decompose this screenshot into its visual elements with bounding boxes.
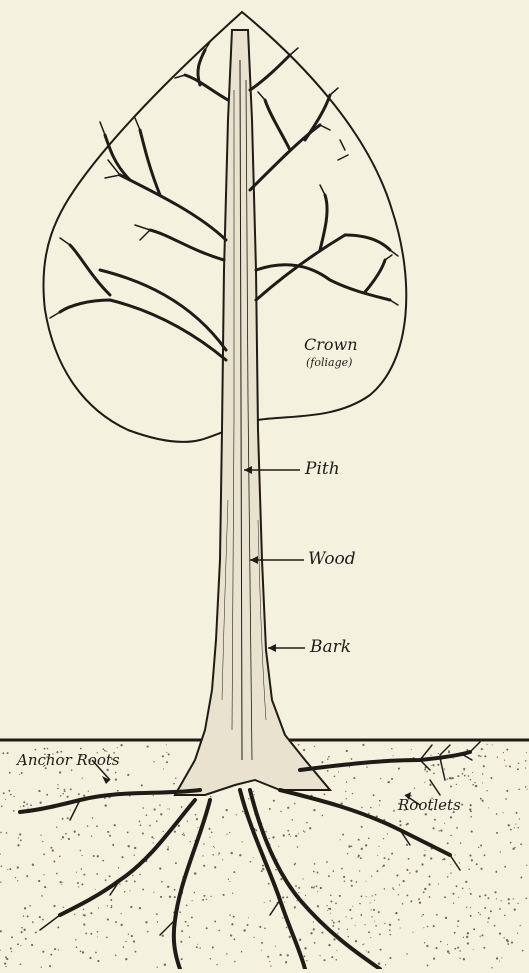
bark-arrow-icon — [268, 644, 276, 652]
anchor-roots-label: Anchor Roots — [17, 753, 120, 768]
foliage-label: (foliage) — [306, 357, 352, 368]
wood-label: Wood — [308, 551, 356, 568]
rootlets-label: Rootlets — [398, 798, 461, 813]
trunk — [175, 30, 330, 795]
bark-label: Bark — [310, 639, 351, 656]
crown-label: Crown — [304, 337, 358, 353]
pith-label: Pith — [305, 461, 340, 478]
